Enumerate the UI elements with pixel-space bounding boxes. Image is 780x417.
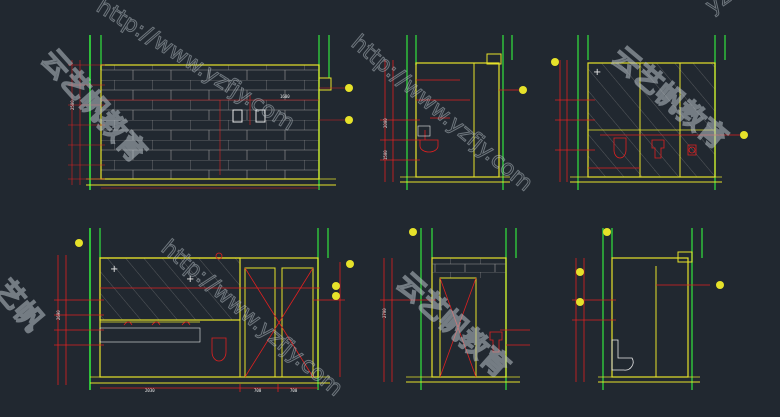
watermark-cn: 艺帆 <box>0 273 50 337</box>
elevation-tag <box>345 84 353 124</box>
elevation-2: 2000 1500 <box>380 35 527 190</box>
elevation-tag <box>551 58 748 139</box>
elevation-tag <box>409 228 417 236</box>
elevation-6 <box>572 228 724 390</box>
svg-text:+: + <box>593 67 601 78</box>
dim-text: 2500 <box>70 100 75 110</box>
dim-text: 1600 <box>280 94 290 99</box>
svg-text:+: + <box>186 274 194 285</box>
elevation-1: 1600 2500 <box>68 35 353 190</box>
elevation-5: 2700 <box>380 228 530 390</box>
dim-text: 2690 <box>56 310 61 320</box>
watermark: http://www.yzfjy.com http://www.yzfjy.co… <box>0 0 758 402</box>
elevation-4: + + 2030 700 700 2690 <box>54 228 354 393</box>
elevation-3: + <box>551 35 748 190</box>
svg-text:+: + <box>110 264 118 275</box>
elevation-tag <box>519 86 527 94</box>
dim-text: 1500 <box>383 150 388 160</box>
elevation-tag <box>576 228 724 306</box>
watermark-cn: 云艺帆教育 <box>390 266 516 384</box>
dim-text: 700 <box>290 388 298 393</box>
dim-text: 700 <box>254 388 262 393</box>
watermark-url: yzfjy <box>701 0 757 19</box>
dim-text: 2700 <box>382 308 387 318</box>
dim-text: 2000 <box>383 118 388 128</box>
elevation-tag <box>75 239 354 300</box>
dim-text: 2030 <box>145 388 155 393</box>
watermark-url: http://www.yzfjy.com <box>346 30 537 196</box>
